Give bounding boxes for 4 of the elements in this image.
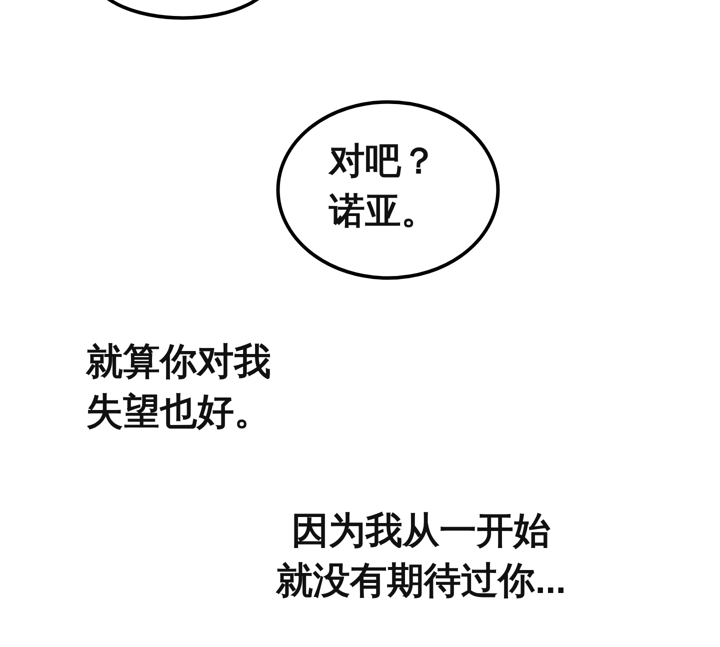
dialogue-text: 对吧？诺亚。 — [329, 139, 438, 234]
speech-bubble — [274, 98, 502, 282]
narration-text: 就算你对我失望也好。 — [86, 340, 272, 434]
narration-text: 因为我从一开始就没有期待过你... — [275, 509, 568, 603]
